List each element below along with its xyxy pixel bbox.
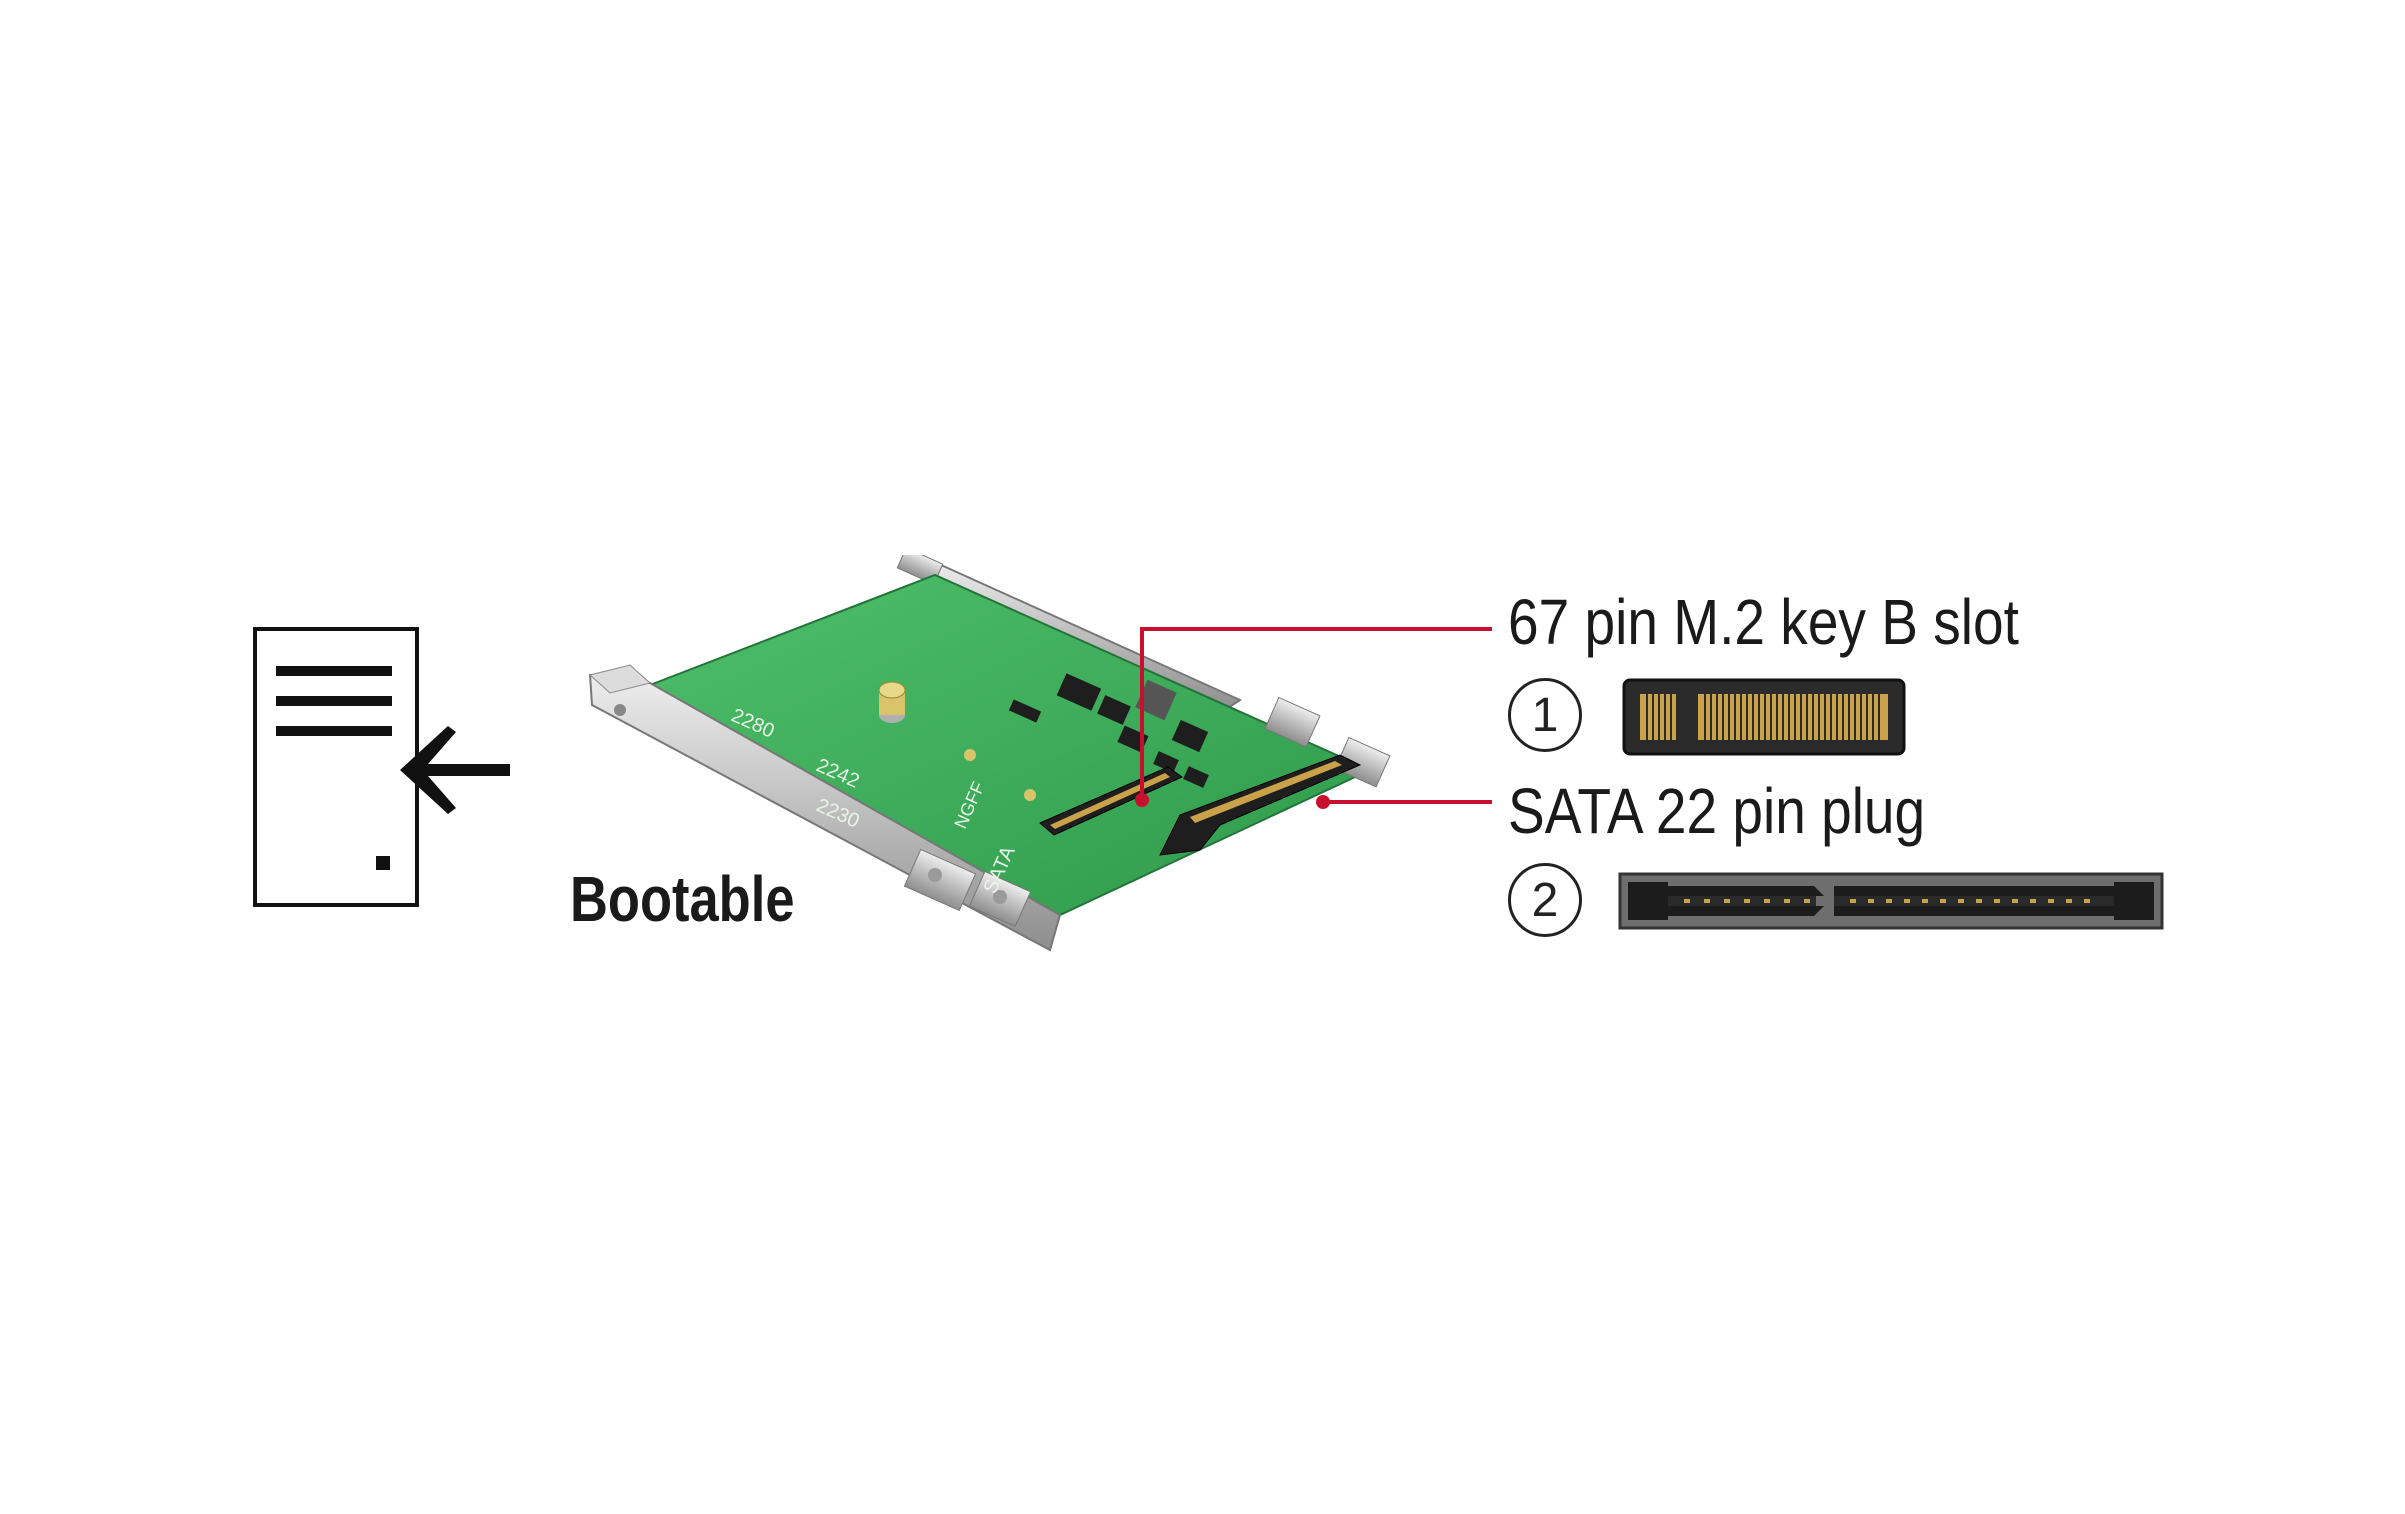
arrow-left-icon: [394, 722, 514, 823]
sata-connector: [1159, 754, 1362, 856]
sata-22-pin-plug-icon: [1618, 872, 2164, 935]
callout-number-1: 1: [1508, 678, 1582, 752]
callout-number-2: 2: [1508, 863, 1582, 937]
bootable-label: Bootable: [570, 863, 795, 935]
callout-dot-2: [1316, 795, 1330, 809]
callout-dot-1: [1135, 793, 1149, 807]
callout-line-2-horizontal: [1322, 800, 1492, 804]
adapter-board-image: 2280 2242 2230 NGFF SATA: [580, 547, 1400, 980]
callout-line-1-horizontal: [1140, 627, 1492, 631]
callout-label-1: 67 pin M.2 key B slot: [1508, 586, 2019, 658]
callout-line-1-vertical: [1140, 627, 1144, 799]
boot-document-icon: [252, 626, 420, 913]
callout-label-2: SATA 22 pin plug: [1508, 775, 1926, 847]
m2-key-b-slot-icon: [1622, 678, 1906, 761]
